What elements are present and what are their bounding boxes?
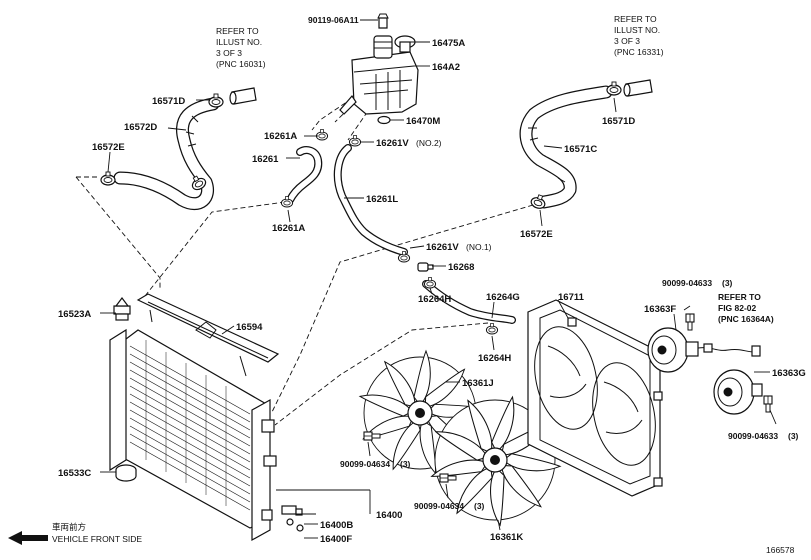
label-motor-screw-top: 90099-04633 <box>662 278 712 288</box>
label-screw-j-qty: (3) <box>400 459 411 469</box>
label-clamp-lower-right: 16572E <box>520 229 553 240</box>
fan-16361k <box>429 394 561 527</box>
label-fan-j: 16361J <box>462 378 494 389</box>
label-clamp-v1-note: (NO.1) <box>466 242 492 252</box>
label-motor-g: 16363G <box>772 368 806 379</box>
drain-cock <box>281 505 304 532</box>
grommet-16470m <box>377 115 391 125</box>
label-refer-fig-2: FIG 82-02 <box>718 303 757 313</box>
label-reservoir: 164A2 <box>432 62 460 73</box>
upper-left-pipe <box>229 87 257 105</box>
part-labels: 90119-06A11 16475A 164A2 REFER TO ILLUST… <box>58 14 806 545</box>
label-cushion: 16533C <box>58 468 91 479</box>
label-drain-f: 16400F <box>320 534 352 545</box>
screw-motor-bot <box>763 395 773 413</box>
radiator-cap <box>113 297 131 321</box>
label-screw-k: 90099-04634 <box>414 501 464 511</box>
label-drain-b: 16400B <box>320 520 353 531</box>
right-hose <box>519 85 613 209</box>
label-plug: 16268 <box>448 262 474 273</box>
label-hose-16264h-bot: 16264H <box>478 353 511 364</box>
fan-motor-16363f <box>647 327 761 373</box>
label-refer-left-2: ILLUST NO. <box>216 37 262 47</box>
label-cap: 16475A <box>432 38 465 49</box>
clamp-lower-left <box>100 171 116 186</box>
label-refer-right-1: REFER TO <box>614 14 657 24</box>
leader-lines <box>100 19 777 539</box>
radiator <box>109 328 277 542</box>
label-refer-right-2: ILLUST NO. <box>614 25 660 35</box>
label-clamp-upper-left: 16571D <box>152 96 185 107</box>
screw-motor-top <box>685 313 695 331</box>
label-rad-cap: 16523A <box>58 309 91 320</box>
front-arrow-icon <box>8 531 48 545</box>
label-refer-fig-1: REFER TO <box>718 292 761 302</box>
label-radiator: 16400 <box>376 510 402 521</box>
hose-16261l <box>333 144 408 256</box>
label-refer-left-1: REFER TO <box>216 26 259 36</box>
fan-motor-16363g <box>713 369 763 415</box>
label-front-jp: 車両前方 <box>52 522 86 532</box>
hose-16261 <box>286 146 323 204</box>
label-fan-k: 16361K <box>490 532 523 543</box>
clip-16261a-upper <box>315 129 329 141</box>
label-clamp-lower-left: 16572E <box>92 142 125 153</box>
label-support: 16594 <box>236 322 263 333</box>
illustration-number: 166578 <box>766 545 795 555</box>
reservoir-tank <box>339 13 419 115</box>
label-hose-upper-left: 16572D <box>124 122 157 133</box>
vehicle-front-indicator: 車両前方 VEHICLE FRONT SIDE <box>8 522 142 545</box>
label-hose-16264g: 16264G <box>486 292 520 303</box>
clamp-upper-right <box>606 81 622 96</box>
fan-shroud <box>527 299 663 497</box>
label-hose-16264h-top: 16264H <box>418 294 451 305</box>
label-grommet: 16470M <box>406 116 440 127</box>
label-hose-right: 16571C <box>564 144 597 155</box>
label-clamp-v1: 16261V <box>426 242 459 253</box>
label-motor-screw-bot-qty: (3) <box>788 431 799 441</box>
label-hose-16261l: 16261L <box>366 194 398 205</box>
label-refer-right-4: (PNC 16331) <box>614 47 664 57</box>
label-screw-k-qty: (3) <box>474 501 485 511</box>
label-refer-left-4: (PNC 16031) <box>216 59 266 69</box>
radiator-support <box>136 293 280 377</box>
label-hose-16261: 16261 <box>252 154 279 165</box>
label-clip-a1: 16261A <box>264 131 297 142</box>
label-clamp-upper-right: 16571D <box>602 116 635 127</box>
plug-16268 <box>417 262 434 272</box>
radiator-cushion <box>115 464 137 482</box>
label-motor-screw-top-qty: (3) <box>722 278 733 288</box>
clamp-upper-left <box>208 93 224 108</box>
clamp-16261v-no2 <box>348 135 362 147</box>
label-clamp-v2: 16261V <box>376 138 409 149</box>
label-motor-f: 16363F <box>644 304 676 315</box>
label-bolt-top: 90119-06A11 <box>308 15 359 25</box>
label-clamp-v2-note: (NO.2) <box>416 138 442 148</box>
label-refer-left-3: 3 OF 3 <box>216 48 242 58</box>
label-refer-right-3: 3 OF 3 <box>614 36 640 46</box>
label-motor-screw-bot: 90099-04633 <box>728 431 778 441</box>
label-refer-fig-3: (PNC 16364A) <box>718 314 774 324</box>
label-shroud: 16711 <box>558 292 585 303</box>
label-screw-j: 90099-04634 <box>340 459 390 469</box>
label-clip-a2: 16261A <box>272 223 305 234</box>
hose-16264g <box>422 277 516 335</box>
upper-right-pipe <box>623 79 653 97</box>
label-front-en: VEHICLE FRONT SIDE <box>52 534 142 544</box>
